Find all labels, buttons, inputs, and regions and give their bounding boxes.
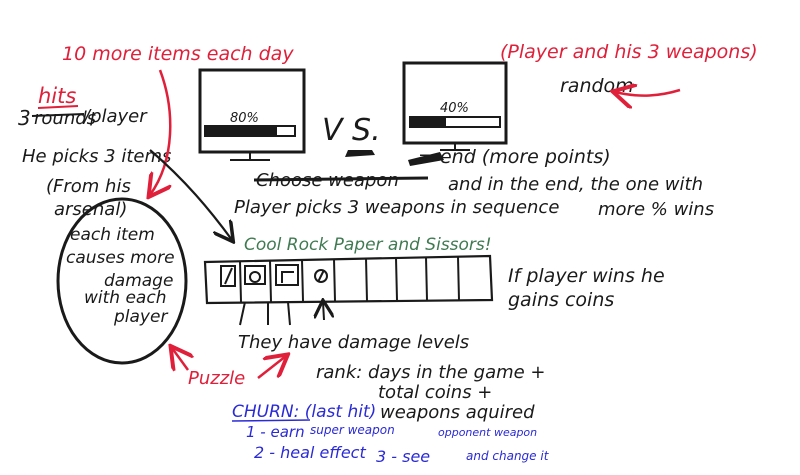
player-picks-note: Player picks 3 weapons in sequence [234, 197, 559, 218]
right-screen-stand [440, 143, 470, 151]
right-screen-percent: 40% [440, 101, 469, 116]
player-weapons-note: (Player and his 3 weapons) [500, 41, 758, 63]
churn-item-1: 1 - earn [246, 423, 305, 441]
cool-rps-note: Cool Rock Paper and Sissors! [244, 235, 492, 255]
puzzle-arrow-right [257, 356, 286, 379]
circle-note-line-1: each item [70, 225, 155, 245]
weapon-slot-3-icon [275, 264, 299, 286]
weapon-slot-2-icon [244, 265, 266, 285]
left-screen: 80% [198, 68, 306, 154]
rank-line-1: rank: days in the game + [316, 362, 546, 383]
weapon-slot-1-icon [220, 265, 236, 287]
versus-label: V S. [322, 113, 381, 148]
hits-word: hits [38, 84, 76, 108]
churn-label: CHURN: (last hit) [232, 402, 376, 422]
hits-prefix: 3 [18, 106, 31, 130]
circle-note-line-3: damage [104, 271, 173, 291]
if-wins-note-1: If player wins he [508, 265, 665, 287]
circle-note-line-4: with each [84, 288, 166, 308]
random-arrow [615, 90, 681, 96]
puzzle-arrow-up [172, 348, 188, 370]
left-health-bar-fill [205, 126, 277, 136]
churn-item-1-detail: super weapon [310, 423, 395, 437]
hits-underline [37, 105, 79, 109]
end-more-points-note: = end (more points) [418, 146, 611, 168]
rank-line-2: total coins + [378, 382, 492, 403]
right-health-bar-fill [410, 117, 446, 127]
rank-line-3: weapons aquired [380, 402, 535, 423]
circle-note-line-5: player [113, 307, 168, 327]
more-pct-wins-note: more % wins [598, 199, 714, 220]
churn-item-2: 2 - heal effect [254, 443, 366, 462]
items-per-day-note: 10 more items each day [62, 43, 294, 65]
items-per-day-arrow [150, 69, 170, 195]
damage-levels-note: They have damage levels [238, 332, 469, 353]
choose-weapon-strike-line [253, 176, 429, 182]
right-screen: 40% [402, 61, 508, 145]
churn-underline [231, 419, 311, 422]
in-the-end-note: and in the end, the one with [448, 174, 703, 195]
picks-items-note: He picks 3 items [22, 146, 171, 167]
item-damage-circle [56, 197, 188, 365]
churn-item-3-detail: opponent weapon [438, 426, 537, 439]
picks-to-slots-arrow [149, 149, 232, 240]
per-player-label: /player [82, 106, 148, 127]
weapon-slot-4-icon [314, 269, 328, 283]
weapon-slot-strip [203, 254, 494, 305]
left-screen-stand [230, 152, 270, 161]
churn-item-3: 3 - see [376, 447, 430, 466]
from-arsenal-1: (From his [46, 176, 131, 197]
rounds-strike-line [31, 113, 85, 117]
churn-item-3-detail-2: and change it [466, 449, 550, 463]
slot-arrows [239, 302, 324, 326]
weapon-doodle [408, 152, 444, 166]
circle-note-line-2: causes more [66, 248, 175, 268]
left-screen-percent: 80% [230, 111, 259, 126]
if-wins-note-2: gains coins [508, 289, 614, 311]
sword-doodle [345, 150, 375, 157]
puzzle-label: Puzzle [188, 368, 245, 389]
